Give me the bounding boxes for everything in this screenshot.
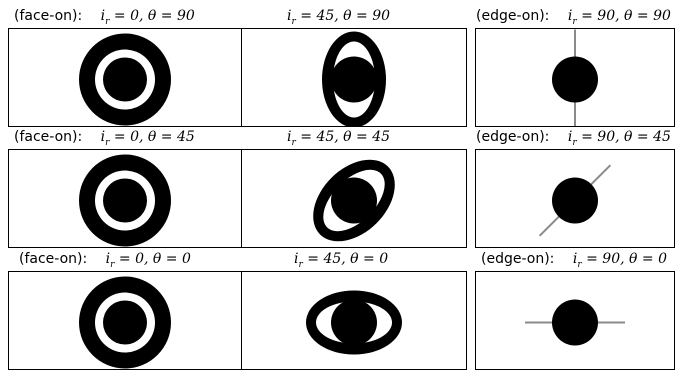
inclined-ring-diagram xyxy=(242,150,466,247)
face-on-ring-diagram xyxy=(9,272,241,369)
face-on-ring-diagram xyxy=(9,29,241,126)
edge-on-ring-diagram xyxy=(476,150,674,247)
title-r3c3: (edge-on): ir = 90, θ = 0 xyxy=(481,251,667,273)
panel-r3c3 xyxy=(475,271,675,370)
edge-on-ring-diagram xyxy=(476,272,674,369)
panel-r2c3 xyxy=(475,149,675,248)
title-r2c2: ir = 45, θ = 45 xyxy=(287,129,390,151)
title-r1c3: (edge-on): ir = 90, θ = 90 xyxy=(476,8,671,30)
title-prefix: (face-on): xyxy=(19,251,87,267)
title-r3c1: (face-on): ir = 0, θ = 0 xyxy=(19,251,191,273)
planet-disk xyxy=(331,57,377,103)
title-prefix: (edge-on): xyxy=(476,129,549,145)
panel-r3c1 xyxy=(8,271,242,370)
planet-disk xyxy=(331,178,377,224)
title-r3c2: ir = 45, θ = 0 xyxy=(294,251,388,273)
planet-disk xyxy=(552,57,598,103)
panel-r3c2 xyxy=(241,271,467,370)
planet-disk xyxy=(552,300,598,346)
panel-r1c2 xyxy=(241,28,467,127)
title-r2c1: (face-on): ir = 0, θ = 45 xyxy=(14,129,195,151)
panel-r2c1 xyxy=(8,149,242,248)
planet-disk xyxy=(103,179,147,223)
title-prefix: (face-on): xyxy=(14,129,82,145)
panel-r1c3 xyxy=(475,28,675,127)
planet-disk xyxy=(103,58,147,102)
planet-disk xyxy=(103,301,147,345)
title-r1c1: (face-on): ir = 0, θ = 90 xyxy=(14,8,195,30)
title-r1c2: ir = 45, θ = 90 xyxy=(287,8,390,30)
planet-disk xyxy=(552,178,598,224)
inclined-ring-diagram xyxy=(242,272,466,369)
panel-r1c1 xyxy=(8,28,242,127)
title-prefix: (edge-on): xyxy=(476,8,549,24)
inclined-ring-diagram xyxy=(242,29,466,126)
title-r2c3: (edge-on): ir = 90, θ = 45 xyxy=(476,129,671,151)
face-on-ring-diagram xyxy=(9,150,241,247)
planet-disk xyxy=(331,300,377,346)
title-prefix: (edge-on): xyxy=(481,251,554,267)
edge-on-ring-diagram xyxy=(476,29,674,126)
title-prefix: (face-on): xyxy=(14,8,82,24)
panel-r2c2 xyxy=(241,149,467,248)
